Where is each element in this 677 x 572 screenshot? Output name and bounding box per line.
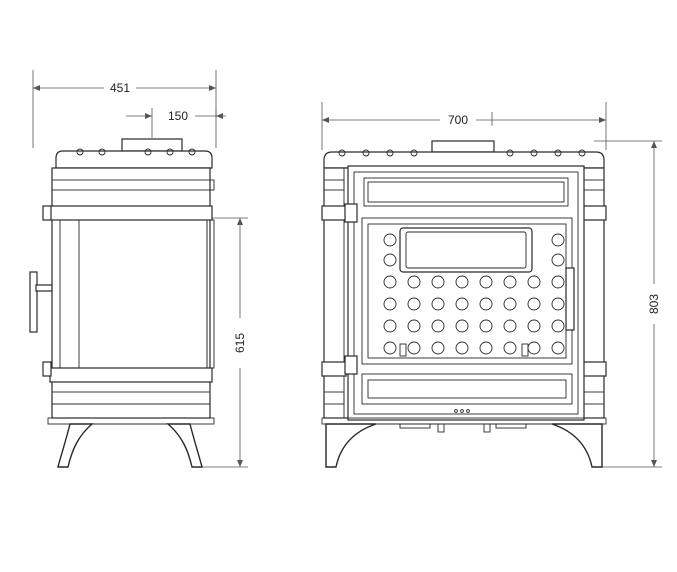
air-hole: [479, 341, 493, 355]
side-leg-left: [57, 423, 94, 468]
air-hole: [503, 297, 517, 311]
air-hole: [383, 253, 397, 267]
air-hole: [407, 275, 421, 289]
front-leg-left: [325, 423, 377, 468]
air-hole: [431, 319, 445, 333]
air-hole: [551, 275, 565, 289]
width-dimension-side: 451: [32, 70, 217, 148]
flue-offset-dimension: 150: [126, 108, 226, 138]
side-cap-studs: [76, 148, 196, 156]
side-top-cap: [55, 150, 213, 169]
air-hole: [527, 319, 541, 333]
air-hole: [407, 319, 421, 333]
leg-height-label: 615: [233, 333, 247, 353]
front-top-panel: [363, 177, 569, 207]
air-hole: [431, 297, 445, 311]
side-lower-rail: [49, 367, 213, 383]
side-flue-collar: [121, 138, 183, 152]
height-dimension-front: 803: [594, 140, 662, 468]
air-hole: [455, 275, 469, 289]
flue-offset-label: 150: [168, 109, 188, 123]
air-hole: [455, 341, 469, 355]
air-hole: [455, 319, 469, 333]
side-upper-rail: [49, 205, 213, 221]
air-hole: [503, 275, 517, 289]
door-air-holes: [383, 233, 565, 355]
air-hole: [551, 341, 565, 355]
air-hole: [407, 341, 421, 355]
air-hole: [527, 275, 541, 289]
air-hole: [503, 319, 517, 333]
side-leg-right: [166, 423, 203, 468]
air-hole: [383, 297, 397, 311]
leg-height-dimension: 615: [200, 217, 248, 468]
front-door[interactable]: [347, 165, 585, 421]
air-hole: [479, 275, 493, 289]
front-leg-right: [551, 423, 603, 468]
front-cap-studs: [338, 149, 586, 157]
air-hole: [479, 319, 493, 333]
side-view: 451 150 615: [29, 70, 248, 468]
width-dimension-front: 700: [321, 102, 607, 150]
air-hole: [407, 297, 421, 311]
side-door-handle: [29, 271, 53, 333]
front-view: 700 803: [321, 102, 662, 468]
air-hole: [431, 275, 445, 289]
air-hole: [551, 319, 565, 333]
front-hinge-upper: [344, 203, 358, 223]
front-width-label: 700: [448, 113, 468, 127]
air-hole: [383, 341, 397, 355]
front-hinge-lower: [344, 355, 358, 375]
side-hinge-lower: [42, 361, 52, 377]
air-hole: [527, 297, 541, 311]
air-hole: [383, 319, 397, 333]
air-hole: [551, 233, 565, 247]
front-door-handle[interactable]: [565, 267, 575, 331]
side-width-label: 451: [110, 81, 130, 95]
front-flue-collar: [431, 140, 495, 153]
side-hinge-upper: [42, 205, 52, 221]
door-glass: [399, 227, 533, 273]
air-hole: [383, 233, 397, 247]
ash-panel: [361, 373, 573, 405]
air-hole: [383, 275, 397, 289]
air-hole: [431, 341, 445, 355]
air-hole: [551, 253, 565, 267]
air-hole: [455, 297, 469, 311]
air-hole: [503, 341, 517, 355]
air-hole: [479, 297, 493, 311]
air-hole: [551, 297, 565, 311]
front-underside-details: [399, 423, 527, 433]
front-height-label: 803: [647, 294, 661, 314]
